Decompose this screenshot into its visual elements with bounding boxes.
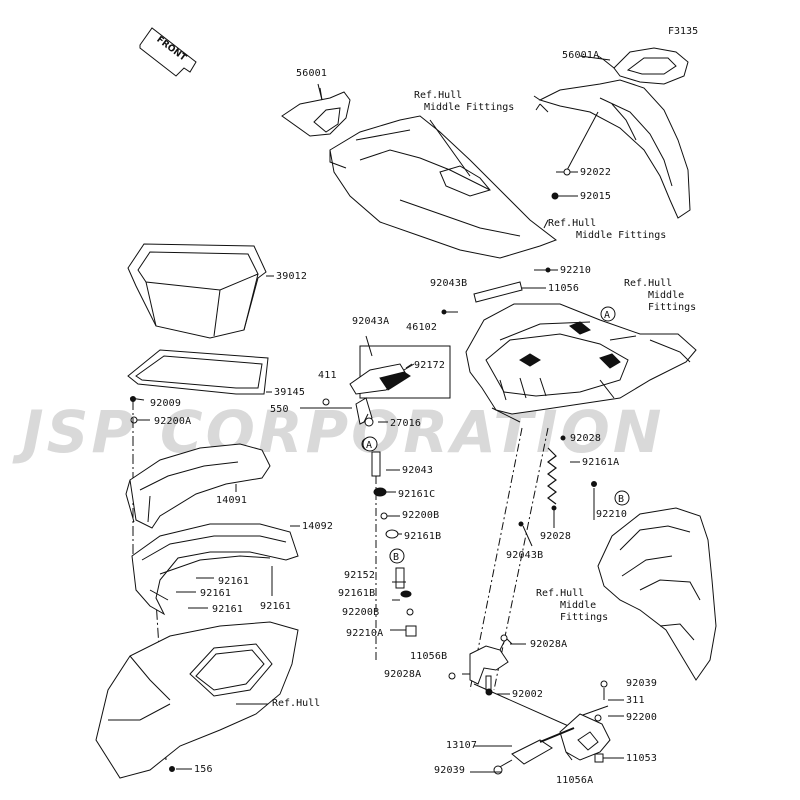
part-label-92015: 92015 xyxy=(580,191,612,202)
gas-strut-13107-part xyxy=(497,727,575,769)
part-label-92043b-mid: 92043B xyxy=(506,550,544,561)
part-label-92152: 92152 xyxy=(344,570,376,581)
part-label-46102: 46102 xyxy=(406,322,438,333)
part-label-27016: 27016 xyxy=(390,418,422,429)
marker-b-mid: B xyxy=(389,548,405,564)
part-label-92161b-1: 92161B xyxy=(404,531,442,542)
part-label-92039-2: 92039 xyxy=(434,765,466,776)
ref-hull-middle-fittings-4: Ref.Hull Middle Fittings xyxy=(536,588,609,623)
ref-hull-middle-fittings-3: Ref.Hull Middle Fittings xyxy=(624,278,697,313)
marker-a-top: A xyxy=(600,306,616,322)
part-label-156: 156 xyxy=(194,764,213,775)
part-label-92028-top: 92028 xyxy=(570,433,602,444)
part-label-92028-mid: 92028 xyxy=(540,531,572,542)
mirror-left-part xyxy=(281,87,351,137)
part-label-11056b: 11056B xyxy=(410,651,448,662)
part-label-92028a-2: 92028A xyxy=(384,669,422,680)
part-label-92043a: 92043A xyxy=(352,316,390,327)
hood-14092-part xyxy=(131,523,299,616)
part-label-92161-d: 92161 xyxy=(260,601,292,612)
part-label-92043b-top: 92043B xyxy=(430,278,468,289)
part-label-311: 311 xyxy=(626,695,645,706)
ref-hull-middle-fittings-1: Ref.Hull Middle Fittings xyxy=(414,90,515,113)
marker-a-mid: A xyxy=(362,436,378,452)
ref-hull: Ref.Hull xyxy=(272,698,321,709)
part-label-92200b-2: 92200B xyxy=(342,607,380,618)
storage-bin-part xyxy=(127,243,267,339)
part-label-411: 411 xyxy=(318,370,337,381)
part-label-56001: 56001 xyxy=(296,68,328,79)
bracket-11056B-part xyxy=(469,634,513,685)
panel-14091-part xyxy=(125,443,271,529)
part-label-92161c: 92161C xyxy=(398,489,436,500)
part-label-92043: 92043 xyxy=(402,465,434,476)
part-label-13107: 13107 xyxy=(446,740,478,751)
part-label-14092: 14092 xyxy=(302,521,334,532)
part-label-92161-b: 92161 xyxy=(200,588,232,599)
part-label-92161a: 92161A xyxy=(582,457,620,468)
svg-text:B: B xyxy=(618,494,624,505)
part-label-92210-mid: 92210 xyxy=(596,509,628,520)
bin-seal-part xyxy=(127,349,269,395)
part-label-92028a-1: 92028A xyxy=(530,639,568,650)
part-label-14091: 14091 xyxy=(216,495,248,506)
part-label-92161-c: 92161 xyxy=(212,604,244,615)
svg-text:A: A xyxy=(604,310,610,321)
right-cover-part xyxy=(533,79,691,219)
part-label-92210a: 92210A xyxy=(346,628,384,639)
upper-cowl-part xyxy=(329,115,558,259)
part-label-550: 550 xyxy=(270,404,289,415)
hull-lower-left-part xyxy=(95,621,299,779)
part-label-92022: 92022 xyxy=(580,167,612,178)
part-label-39012: 39012 xyxy=(276,271,308,282)
part-label-56001a: 56001A xyxy=(562,50,600,61)
part-label-92200b-1: 92200B xyxy=(402,510,440,521)
ref-hull-middle-fittings-2: Ref.Hull Middle Fittings xyxy=(548,218,667,241)
part-label-92009: 92009 xyxy=(150,398,182,409)
frame-assembly-part xyxy=(465,303,697,415)
part-label-92200a: 92200A xyxy=(154,416,192,427)
latch-46102-part xyxy=(349,363,411,395)
svg-text:A: A xyxy=(366,440,372,451)
part-label-92172: 92172 xyxy=(414,360,446,371)
part-label-92161b-2: 92161B xyxy=(338,588,376,599)
marker-b-right: B xyxy=(614,490,630,506)
part-label-92002: 92002 xyxy=(512,689,544,700)
part-label-39145: 39145 xyxy=(274,387,306,398)
part-label-92161-a: 92161 xyxy=(218,576,250,587)
svg-text:B: B xyxy=(393,552,399,563)
hull-middle-fitting-right-part xyxy=(597,507,717,681)
part-label-92210-top: 92210 xyxy=(560,265,592,276)
bracket-11056A-part xyxy=(559,713,611,761)
part-label-92200: 92200 xyxy=(626,712,658,723)
mirror-right-part xyxy=(603,47,689,85)
part-label-92039-1: 92039 xyxy=(626,678,658,689)
part-label-11053: 11053 xyxy=(626,753,658,764)
front-arrow-icon: FRONT xyxy=(139,27,197,77)
part-label-11056a: 11056A xyxy=(556,775,594,786)
diagram-code: F3135 xyxy=(668,26,699,37)
part-label-11056: 11056 xyxy=(548,283,580,294)
